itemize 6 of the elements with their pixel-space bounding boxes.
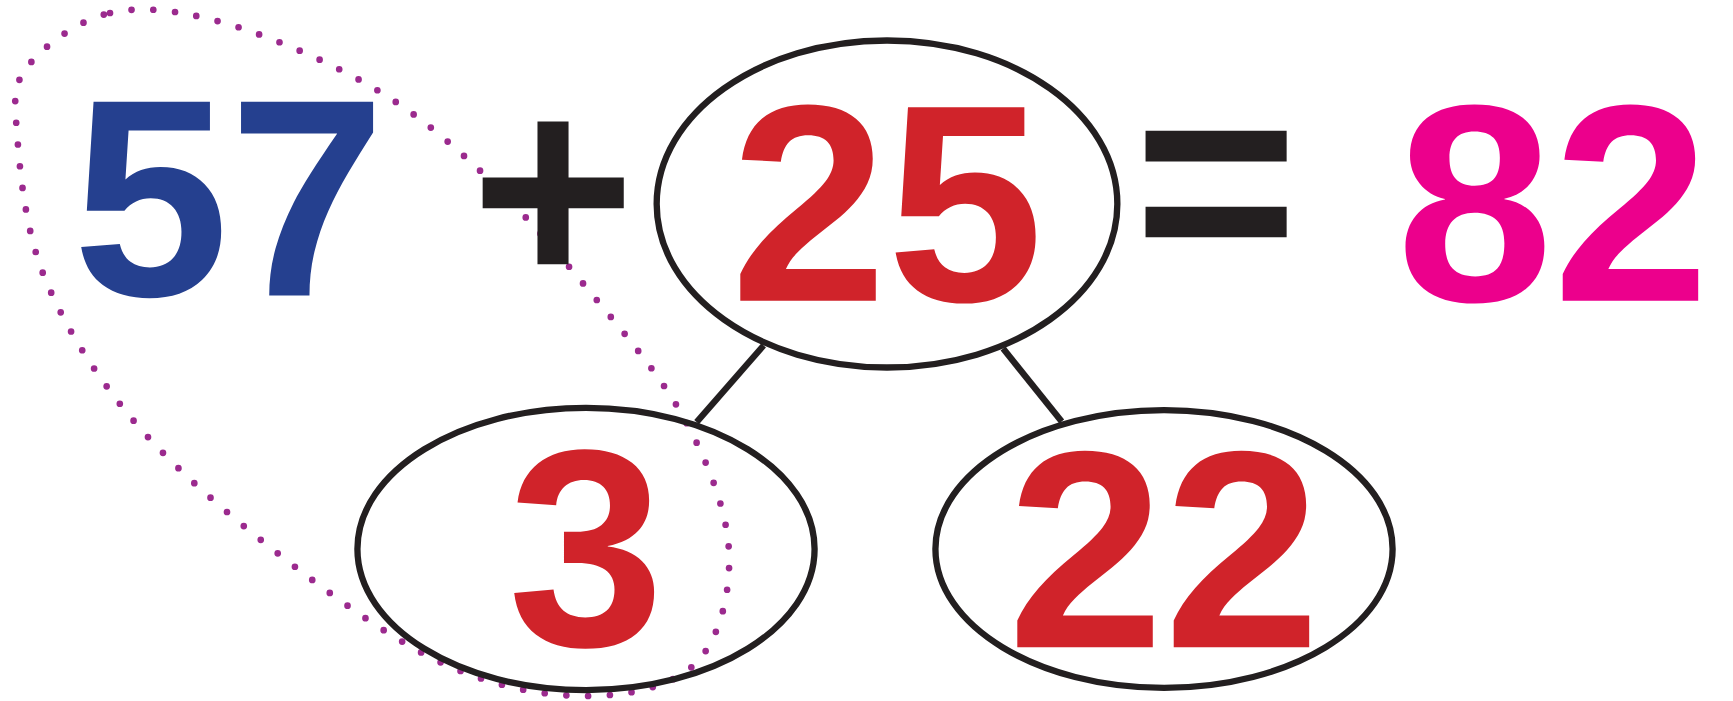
connector-line (694, 343, 766, 425)
connector-line (1000, 346, 1065, 424)
plus-sign: + (482, 121, 624, 265)
equals-sign: = (1145, 130, 1287, 238)
number: 57 (81, 101, 374, 299)
number: 82 (1405, 104, 1699, 304)
